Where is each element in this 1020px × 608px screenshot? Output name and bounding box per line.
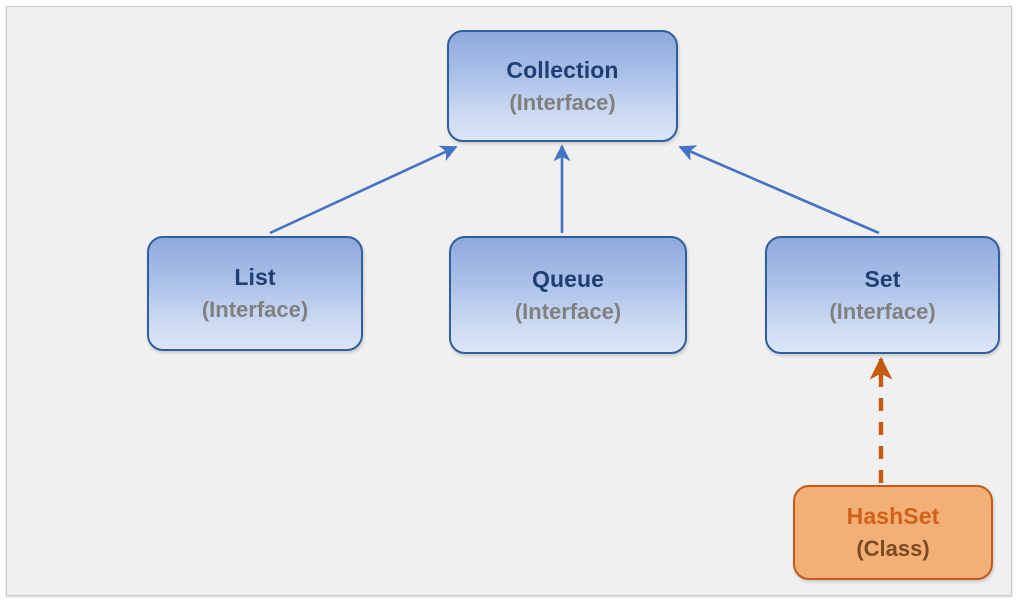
node-queue[interactable]: Queue (Interface): [449, 236, 687, 354]
node-hashset[interactable]: HashSet (Class): [793, 485, 993, 580]
node-set-title: Set: [864, 265, 901, 292]
node-set[interactable]: Set (Interface): [765, 236, 1000, 354]
node-hashset-title: HashSet: [846, 503, 940, 529]
node-list-title: List: [234, 264, 276, 290]
node-queue-subtitle: (Interface): [514, 298, 622, 324]
node-queue-title: Queue: [531, 265, 605, 292]
node-set-subtitle: (Interface): [829, 298, 936, 324]
node-list-subtitle: (Interface): [201, 297, 309, 322]
node-list[interactable]: List (Interface): [147, 236, 363, 351]
node-hashset-subtitle: (Class): [856, 536, 930, 561]
node-collection-title: Collection: [506, 56, 619, 83]
node-collection[interactable]: Collection (Interface): [447, 30, 678, 142]
node-collection-subtitle: (Interface): [509, 89, 616, 115]
